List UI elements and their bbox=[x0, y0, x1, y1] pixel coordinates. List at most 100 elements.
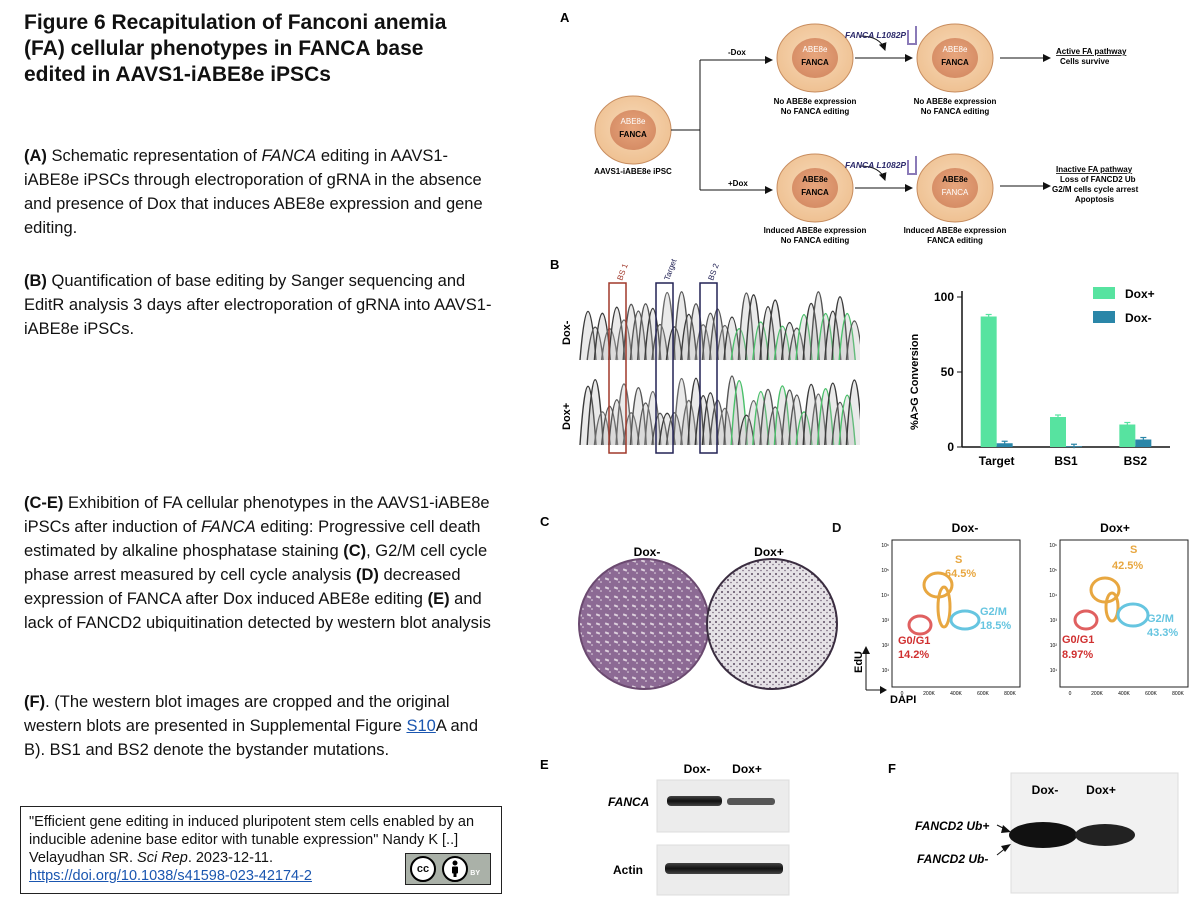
legend-label-dox-minus: Dox- bbox=[1125, 311, 1152, 325]
y-tick-label: 10⁴ bbox=[1049, 593, 1057, 599]
legend-swatch-dox-plus bbox=[1093, 287, 1115, 299]
target-label: Target bbox=[662, 257, 678, 282]
citation-date: . 2023-12-11. bbox=[187, 850, 273, 866]
chromatogram-peak bbox=[802, 303, 820, 361]
chromatogram-peak bbox=[680, 313, 698, 361]
g2m-label: G2/M bbox=[1147, 613, 1174, 625]
doi-link[interactable]: https://doi.org/10.1038/s41598-023-42174… bbox=[29, 868, 312, 884]
chromatogram-peak bbox=[788, 394, 806, 446]
dish-dox-minus bbox=[578, 558, 710, 690]
chromatogram-peak bbox=[615, 383, 633, 446]
caption-label: (F) bbox=[24, 693, 46, 711]
caption-panel-a: (A) Schematic representation of FANCA ed… bbox=[24, 144, 494, 240]
chromatogram-peak bbox=[694, 324, 712, 361]
chromatogram-peak bbox=[752, 321, 770, 361]
chart-legend: Dox+ Dox- bbox=[1093, 287, 1155, 325]
panel-f-western: F Dox- Dox+ FANCD2 Ub+ FANCD2 Ub- bbox=[888, 761, 1179, 894]
ub-minus-arrowhead bbox=[1001, 844, 1011, 852]
x-tick-label: Target bbox=[979, 454, 1015, 468]
panel-f-letter: F bbox=[888, 761, 896, 776]
minus-dox-label: -Dox bbox=[728, 48, 746, 57]
panel-e-letter: E bbox=[540, 757, 549, 772]
cell-label-abe8e: ABE8e bbox=[942, 175, 968, 184]
chromatogram-peak bbox=[744, 400, 763, 446]
caption-text: , G2/M cell cycle phase arrest measured … bbox=[24, 542, 488, 584]
chromatogram-peak bbox=[608, 306, 626, 361]
supplement-link[interactable]: S10 bbox=[406, 717, 436, 735]
grna-icon bbox=[907, 156, 917, 175]
chromatogram-peak bbox=[586, 378, 604, 446]
chromatogram-peak bbox=[744, 294, 763, 361]
chromatogram-peak bbox=[788, 327, 806, 361]
cell-no-dox-1: ABE8e FANCA bbox=[776, 23, 854, 93]
y-axis-label: %A>G Conversion bbox=[909, 333, 921, 430]
x-tick-label: 400K bbox=[950, 691, 962, 697]
caption-panel-b: (B) Quantification of base editing by Sa… bbox=[24, 269, 494, 341]
chromatogram-peak bbox=[766, 299, 784, 361]
legend-label-dox-plus: Dox+ bbox=[1125, 287, 1155, 301]
chromatogram-peak bbox=[845, 379, 860, 446]
plus-dox-label: +Dox bbox=[728, 179, 748, 188]
chromatogram-peak bbox=[723, 316, 741, 361]
chromatogram-peak bbox=[838, 394, 856, 446]
panel-b-letter: B bbox=[550, 257, 559, 272]
caption-gene: FANCA bbox=[261, 147, 317, 165]
s-label: S bbox=[955, 554, 962, 566]
band-actin bbox=[665, 863, 783, 874]
x-tick-label: 200K bbox=[923, 691, 935, 697]
flow-plot-frame bbox=[1059, 539, 1189, 688]
cc-by-label: BY bbox=[470, 870, 480, 877]
apoptosis-label: Apoptosis bbox=[1075, 195, 1115, 204]
chromatogram-peak bbox=[586, 326, 604, 361]
cell-plus-dox-1: ABE8e FANCA bbox=[776, 153, 854, 223]
induced-expression-label: Induced ABE8e expression bbox=[904, 226, 1007, 235]
chromatogram-peak bbox=[773, 325, 792, 361]
caption-text: . (The western blot images are cropped a… bbox=[24, 693, 450, 735]
legend-swatch-dox-minus bbox=[1093, 311, 1115, 323]
g0g1-contour bbox=[907, 614, 933, 636]
target-box bbox=[655, 282, 674, 454]
x-tick-label: 0 bbox=[1069, 691, 1072, 697]
caption-text: Quantification of base editing by Sanger… bbox=[24, 272, 492, 338]
bar-dox-target bbox=[980, 316, 997, 447]
chromatogram-peak bbox=[716, 324, 734, 361]
g2m-value: 43.3% bbox=[1147, 627, 1178, 639]
chromatogram-peak bbox=[824, 382, 842, 446]
caption-ref: (E) bbox=[427, 590, 450, 608]
y-tick-label: 10⁵ bbox=[881, 568, 889, 574]
chromatogram-peak bbox=[615, 319, 633, 361]
band-fancd2-dox-minus bbox=[1009, 822, 1077, 848]
dish-dox-plus bbox=[706, 558, 838, 690]
chromatogram-peak bbox=[730, 379, 748, 446]
flow-plot-dox-minus: S 64.5% G2/M 18.5% G0/G1 14.2% bbox=[891, 539, 1021, 688]
caption-panel-ce: (C-E) Exhibition of FA cellular phenotyp… bbox=[24, 491, 494, 635]
chromatogram-peak bbox=[636, 402, 655, 446]
chromatogram-peak bbox=[816, 312, 835, 361]
bs1-label: BS 1 bbox=[615, 262, 630, 282]
ipsc-cell: ABE8e FANCA bbox=[594, 95, 672, 165]
y-tick-label: 10⁶ bbox=[1049, 543, 1057, 549]
chromatogram-peak bbox=[579, 310, 597, 361]
no-expression-label: No ABE8e expression bbox=[914, 97, 997, 106]
cell-label-abe8e: ABE8e bbox=[803, 45, 828, 54]
s-phase-contour bbox=[936, 585, 952, 629]
chromatogram-dox-minus bbox=[579, 291, 860, 361]
bar-dox-bs1 bbox=[1050, 417, 1066, 447]
caption-gene: FANCA bbox=[201, 518, 256, 536]
y-tick-label: 10¹ bbox=[1050, 668, 1058, 674]
caption-text: A and B). BS1 and BS2 denote the bystand… bbox=[24, 717, 479, 759]
x-tick-label: 0 bbox=[901, 691, 904, 697]
row-label-dox-minus: Dox- bbox=[561, 320, 573, 345]
g2m-contour bbox=[949, 609, 981, 631]
caption-label: (C-E) bbox=[24, 494, 64, 512]
grna-label: FANCA L1082P bbox=[845, 160, 906, 170]
x-tick-label: 800K bbox=[1004, 691, 1016, 697]
caption-ref: (C) bbox=[343, 542, 367, 560]
loss-ub-label: Loss of FANCD2 Ub bbox=[1060, 175, 1136, 184]
chromatogram-peak bbox=[737, 292, 756, 361]
chromatogram-peak bbox=[672, 377, 691, 446]
g2m-value: 18.5% bbox=[980, 620, 1011, 632]
lane-label-dox-plus: Dox+ bbox=[1086, 783, 1116, 797]
